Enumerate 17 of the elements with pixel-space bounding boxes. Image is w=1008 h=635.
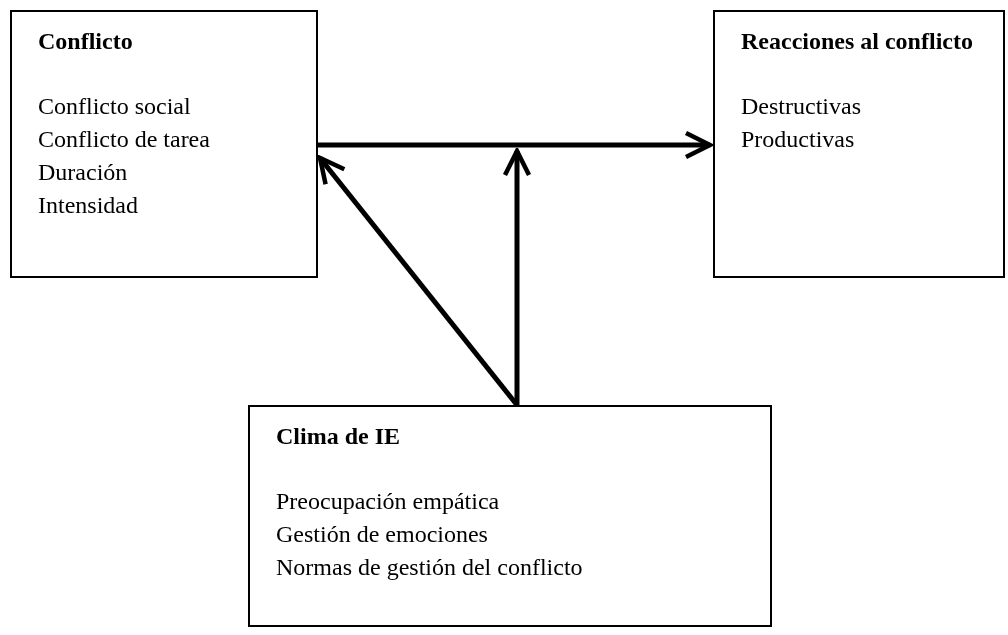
- list-item: Productivas: [741, 125, 856, 154]
- list-item: Preocupación empática: [276, 487, 501, 516]
- list-item: Gestión de emociones: [276, 520, 489, 549]
- list-item: Conflicto social: [38, 92, 192, 121]
- arrow: [502, 148, 532, 405]
- box-heading: Conflicto: [38, 27, 134, 56]
- list-item: Normas de gestión del conflicto: [276, 553, 584, 582]
- list-item: Conflicto de tarea: [38, 125, 211, 154]
- text-box: [10, 10, 318, 278]
- list-item: Intensidad: [38, 191, 139, 220]
- box-heading: Clima de IE: [276, 422, 401, 451]
- text-box: [713, 10, 1005, 278]
- text-box: [248, 405, 772, 627]
- arrow: [318, 130, 713, 160]
- box-heading: Reacciones al conflicto: [741, 27, 974, 56]
- list-item: Duración: [38, 158, 129, 187]
- list-item: Destructivas: [741, 92, 862, 121]
